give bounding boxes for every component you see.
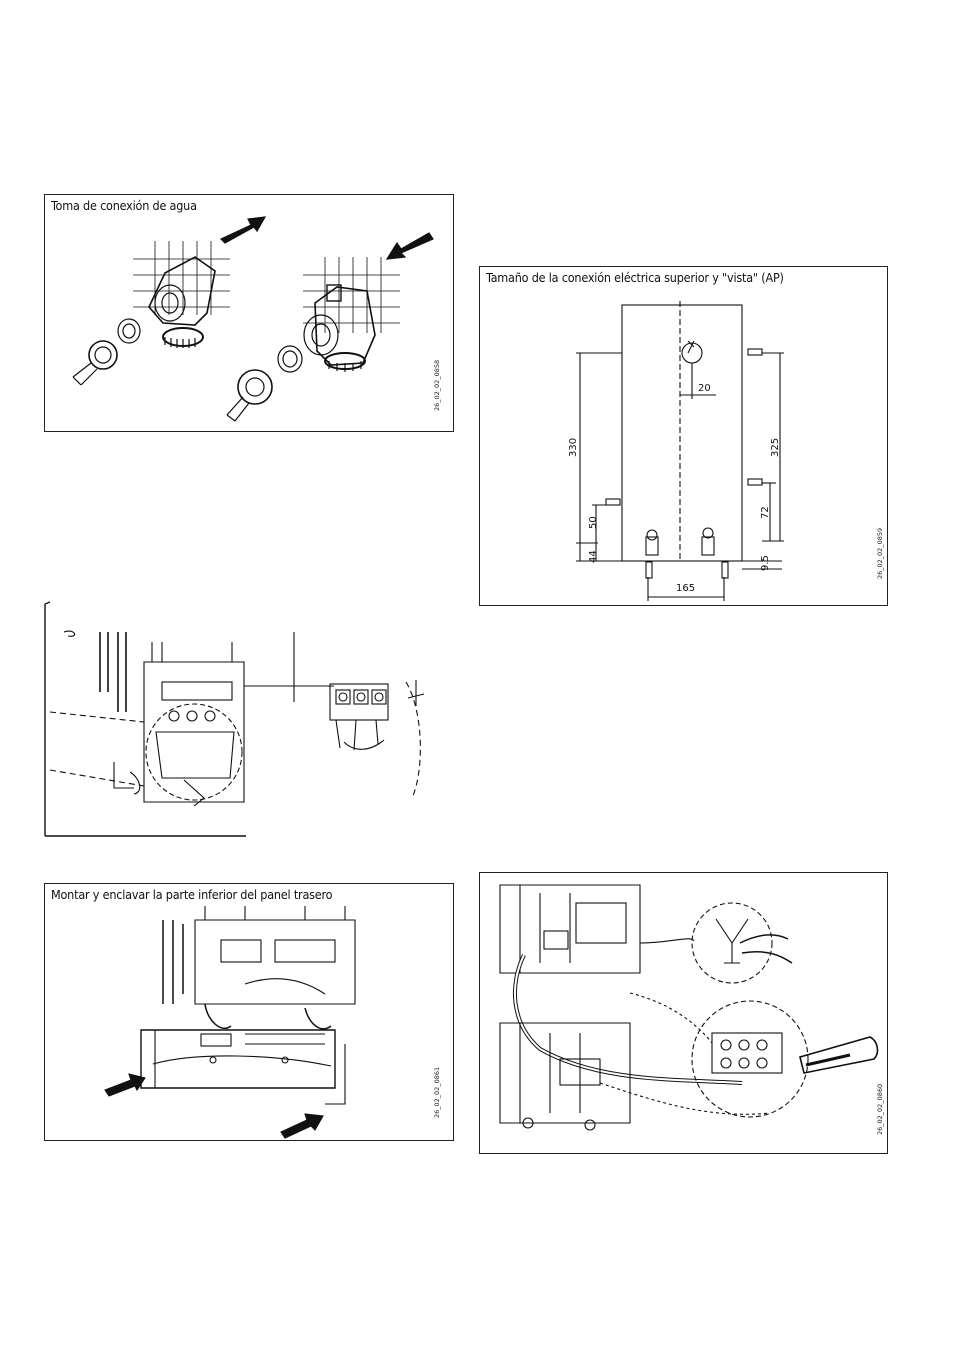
dim-9-5: 9.5 (760, 555, 771, 571)
dim-44: 44 (588, 550, 599, 563)
cable-routing-drawing (480, 873, 889, 1155)
dim-50: 50 (588, 516, 599, 529)
figure-code: 26_02_02_0861 (433, 1058, 441, 1118)
dim-325: 325 (770, 438, 781, 457)
figure-code: 26_02_02_0859 (876, 519, 884, 579)
figure-terminal-block (44, 602, 444, 840)
rear-panel-drawing (45, 884, 455, 1142)
figure-cable-routing: 26_02_02_0860 (479, 872, 888, 1154)
figure-water-connection: Toma de conexión de agua (44, 194, 454, 432)
water-connection-drawing (45, 195, 455, 433)
dim-165: 165 (676, 583, 695, 594)
figure-code: 26_02_02_0860 (876, 1075, 884, 1135)
terminal-block-drawing (44, 602, 444, 840)
figure-electrical-connection: Tamaño de la conexión eléctrica superior… (479, 266, 888, 606)
dim-72: 72 (760, 506, 771, 519)
electrical-connection-drawing: 330 50 44 20 325 72 9.5 165 (480, 267, 889, 607)
dim-20: 20 (698, 383, 711, 394)
figure-rear-panel: Montar y enclavar la parte inferior del … (44, 883, 454, 1141)
dim-330: 330 (568, 438, 579, 457)
figure-code: 26_02_02_0858 (433, 351, 441, 411)
